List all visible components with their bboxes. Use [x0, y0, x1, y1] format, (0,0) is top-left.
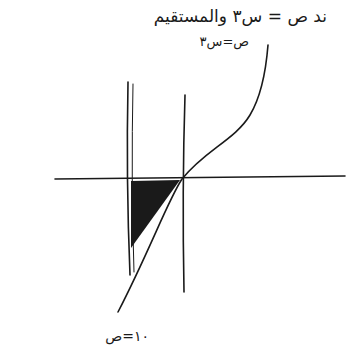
- shaded-region: [131, 180, 180, 248]
- line-label: ١٠=ص: [105, 328, 149, 345]
- vertical-line: [183, 95, 185, 292]
- curve-label: ص=س٣: [200, 34, 249, 50]
- x-axis: [55, 176, 345, 179]
- vertical-line: [127, 82, 130, 275]
- cubic-curve: [118, 45, 268, 312]
- problem-text: ند ص = س٣ والمستقيم: [154, 6, 327, 26]
